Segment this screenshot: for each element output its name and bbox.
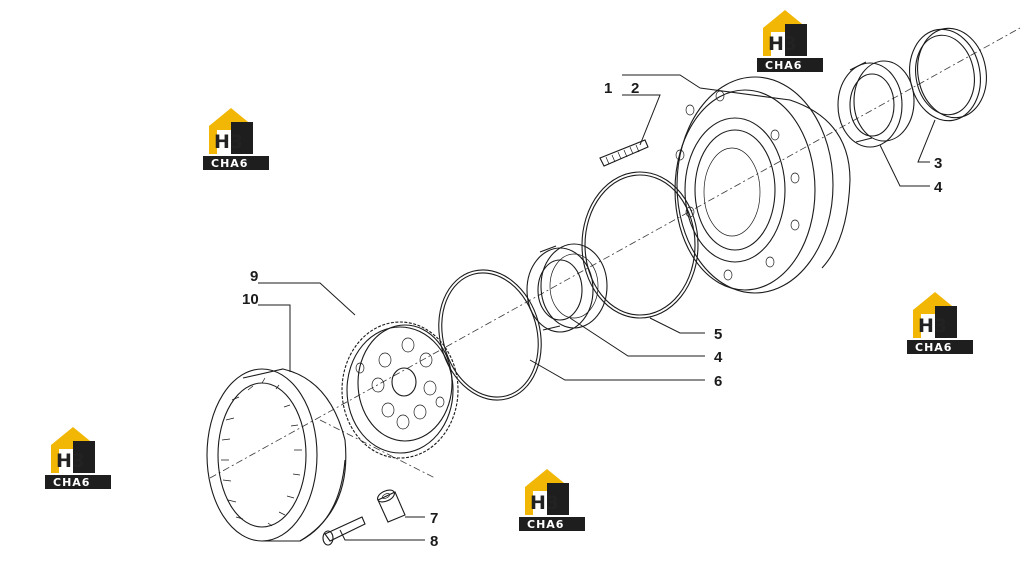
callout-9: 9 — [250, 268, 258, 285]
leader-lines — [258, 74, 936, 541]
watermark-logo: H3 CHA6 — [203, 108, 269, 170]
callout-8: 8 — [430, 533, 438, 550]
watermark-logo: H3 CHA6 — [907, 292, 973, 354]
callout-4-upper: 4 — [934, 179, 943, 196]
center-axis-line — [209, 27, 1021, 479]
seal-ring-part-3 — [909, 27, 987, 122]
callout-10: 10 — [242, 291, 259, 308]
bolt-part-8 — [322, 516, 366, 546]
stud-part-2 — [599, 139, 649, 167]
callout-1: 1 — [604, 80, 612, 97]
bearing-lower-part-4 — [526, 243, 608, 333]
bearing-upper-part-4 — [837, 60, 915, 148]
svg-text:CHA6: CHA6 — [527, 518, 564, 531]
svg-text:H3: H3 — [214, 131, 243, 153]
watermark-logo: H3 CHA6 — [45, 427, 111, 489]
watermark-logo: H3 CHA6 — [757, 10, 823, 72]
callout-2: 2 — [631, 80, 639, 97]
snap-ring-part-6 — [438, 269, 542, 401]
callout-7: 7 — [430, 510, 438, 527]
callout-4-lower: 4 — [714, 349, 723, 366]
svg-text:H3: H3 — [56, 450, 85, 472]
svg-text:CHA6: CHA6 — [765, 59, 802, 72]
svg-text:H3: H3 — [530, 492, 559, 514]
svg-text:CHA6: CHA6 — [915, 341, 952, 354]
ring-gear-part-10 — [206, 368, 347, 542]
o-ring-part-5 — [581, 171, 699, 319]
callout-3: 3 — [934, 155, 942, 172]
svg-text:H3: H3 — [918, 315, 947, 337]
callout-5: 5 — [714, 326, 722, 343]
svg-text:H3: H3 — [768, 33, 797, 55]
watermark-logo: H3 CHA6 — [519, 469, 585, 531]
bolt-axis-line — [319, 419, 436, 479]
svg-text:CHA6: CHA6 — [53, 476, 90, 489]
bushing-part-7 — [377, 489, 406, 523]
svg-text:CHA6: CHA6 — [211, 157, 248, 170]
gear-plate-part-9 — [341, 321, 459, 459]
wheel-hub-part-1 — [674, 76, 851, 294]
callout-6: 6 — [714, 373, 722, 390]
